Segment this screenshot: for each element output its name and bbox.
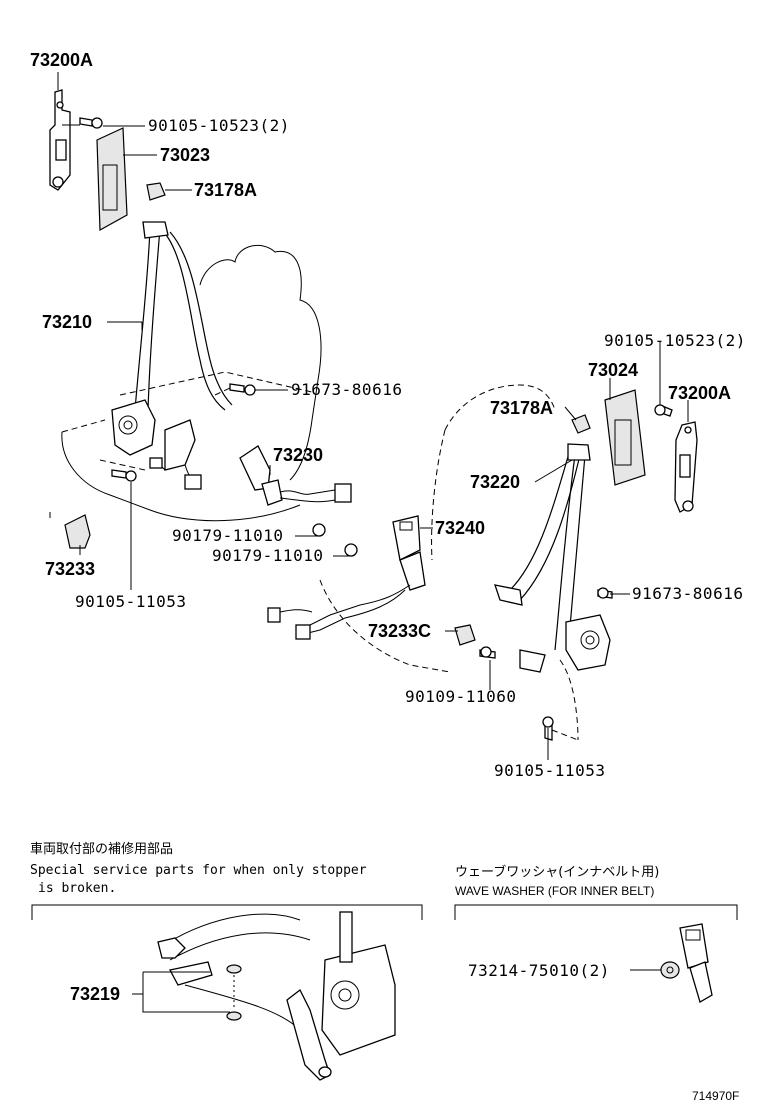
label-90105-11053-right: 90105-11053 [494, 761, 605, 780]
service-parts-section: 車両取付部の補修用部品 Special service parts for wh… [30, 842, 423, 1081]
note-en-right: WAVE WASHER (FOR INNER BELT) [455, 884, 654, 898]
note-jp-left: 車両取付部の補修用部品 [30, 842, 173, 857]
note-en-left-1: Special service parts for when only stop… [30, 863, 367, 878]
label-90105-10523-right: 90105-10523(2) [604, 331, 746, 350]
label-73023: 73023 [160, 145, 210, 165]
part-labels: 73200A 90105-10523(2) 73023 73178A 73210… [30, 50, 746, 780]
leader-lines [57, 72, 689, 760]
wave-washer-section: ウェーブワッシャ(インナベルト用) WAVE WASHER (FOR INNER… [454, 864, 738, 1003]
label-73178A-right: 73178A [490, 398, 553, 418]
label-90179-11010-a: 90179-11010 [172, 526, 283, 545]
label-91673-80616-right: 91673-80616 [632, 584, 743, 603]
label-73178A-left: 73178A [194, 180, 257, 200]
label-73230: 73230 [273, 445, 323, 465]
note-jp-right: ウェーブワッシャ(インナベルト用) [455, 864, 659, 880]
label-73214-75010: 73214-75010(2) [468, 961, 610, 980]
label-90109-11060: 90109-11060 [405, 687, 516, 706]
label-73024: 73024 [588, 360, 638, 380]
label-91673-80616-left: 91673-80616 [291, 380, 402, 399]
figure-id: 714970F [692, 1089, 739, 1103]
right-belt-assembly [267, 384, 698, 741]
label-90179-11010-b: 90179-11010 [212, 546, 323, 565]
label-73210: 73210 [42, 312, 92, 332]
label-73240: 73240 [435, 518, 485, 538]
label-73200A-left: 73200A [30, 50, 93, 70]
label-90105-10523-left: 90105-10523(2) [148, 116, 290, 135]
label-73200A-right: 73200A [668, 383, 731, 403]
label-73233: 73233 [45, 559, 95, 579]
note-en-left-2: is broken. [38, 881, 116, 896]
label-73233C: 73233C [368, 621, 431, 641]
label-90105-11053-left: 90105-11053 [75, 592, 186, 611]
left-belt-assembly [49, 89, 358, 557]
label-73220: 73220 [470, 472, 520, 492]
label-73219: 73219 [70, 984, 120, 1004]
